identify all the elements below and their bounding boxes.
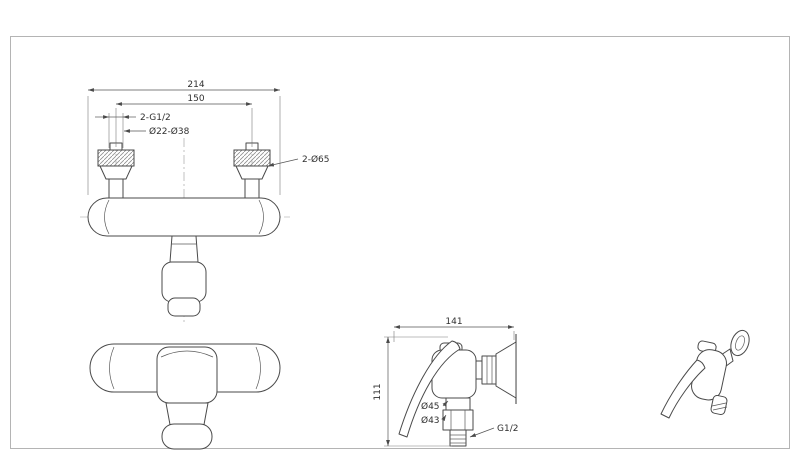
- side-view: 141 111 Ø45 Ø43 G1/2: [373, 317, 518, 447]
- handle-body: [161, 261, 207, 303]
- front-cartridge-dome-line: [160, 350, 214, 358]
- dim-escutcheon-diameter-label: 2-Ø65: [302, 154, 330, 165]
- left-inlet-pipe: [108, 178, 124, 199]
- dim-outlet-thread-label: G1/2: [497, 424, 518, 434]
- dim-height-label: 111: [373, 383, 383, 400]
- dim-body-diameter-label: Ø45: [421, 401, 440, 412]
- front-view: [89, 343, 281, 450]
- persp-wall-flange-inner: [735, 335, 745, 351]
- persp-wall-flange: [730, 329, 750, 357]
- top-view: 214 150 2-G1/2 Ø22-Ø38 2-Ø65: [80, 80, 330, 322]
- dim-inlet-diameters-label: Ø22-Ø38: [149, 126, 190, 137]
- side-view-faucet: [398, 334, 517, 447]
- top-view-faucet: [87, 142, 281, 317]
- body-right-arc: [258, 199, 264, 235]
- persp-lever: [660, 359, 706, 419]
- right-inlet-pipe: [244, 178, 260, 199]
- front-lever: [161, 423, 213, 450]
- side-outlet-nut: [442, 409, 474, 431]
- dim-nut-diameter-label: Ø43: [421, 415, 440, 426]
- dim-depth-label: 141: [445, 317, 462, 327]
- front-cartridge: [156, 346, 218, 404]
- side-lever: [398, 340, 461, 438]
- dim-overall-width-label: 214: [187, 80, 204, 90]
- mixer-body: [87, 197, 281, 237]
- front-body-left-arc: [109, 346, 115, 390]
- top-view-dimensions: 214 150 2-G1/2 Ø22-Ø38 2-Ø65: [87, 80, 330, 195]
- dim-center-distance-label: 150: [187, 94, 204, 104]
- side-outlet-thread: [449, 429, 467, 447]
- neck: [169, 235, 199, 263]
- dim-inlet-thread-label: 2-G1/2: [140, 113, 171, 123]
- left-inlet-flange: [99, 165, 133, 180]
- right-inlet-flange: [235, 165, 269, 180]
- body-left-arc: [104, 199, 110, 235]
- left-inlet-nut: [97, 149, 135, 167]
- front-body-right-arc: [255, 346, 261, 390]
- side-view-dimensions: 141 111 Ø45 Ø43 G1/2: [373, 317, 518, 447]
- perspective-view: [660, 329, 750, 419]
- side-escutcheon: [495, 341, 517, 399]
- handle-cap: [167, 297, 201, 317]
- side-union-nut: [481, 355, 497, 385]
- drawing-border: [10, 36, 790, 449]
- right-inlet-nut: [233, 149, 271, 167]
